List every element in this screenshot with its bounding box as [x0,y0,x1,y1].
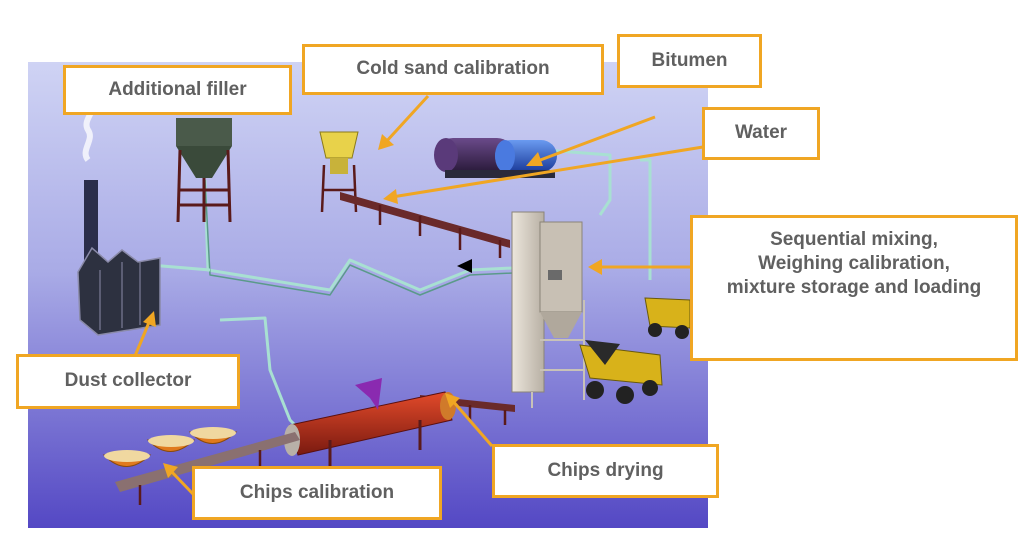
label-water: Water [702,107,820,160]
label-additional-filler: Additional filler [63,65,292,115]
label-bitumen: Bitumen [617,34,762,88]
label-sequential-mixing: Sequential mixing, Weighing calibration,… [690,215,1018,361]
cold-sand-hopper [319,131,510,258]
label-chips-drying: Chips drying [492,444,719,498]
label-cold-sand-calibration: Cold sand calibration [302,44,604,95]
filler-silo [176,118,232,223]
chips-bins [102,427,300,505]
pointer-arrows [133,94,704,496]
label-dust-collector: Dust collector [16,354,240,409]
label-chips-calibration: Chips calibration [192,466,442,520]
dust-collector-unit [77,100,161,336]
trucks [579,297,691,404]
mixing-tower [511,211,585,408]
cursor-arrow-icon [457,259,472,273]
